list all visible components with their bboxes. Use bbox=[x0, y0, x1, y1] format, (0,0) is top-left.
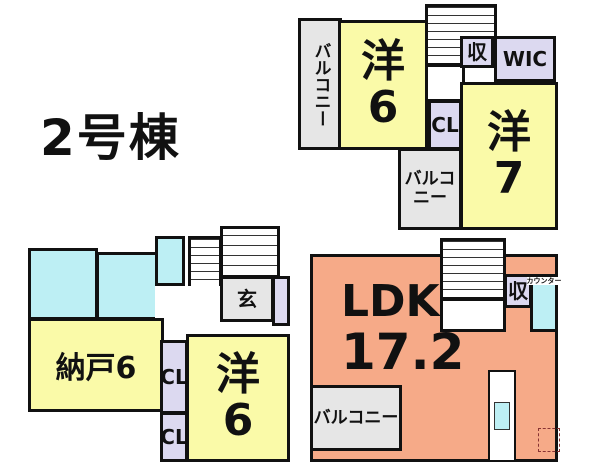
hallway-top bbox=[425, 64, 465, 102]
stairs-2f bbox=[440, 238, 506, 300]
closet-1f-b: CL bbox=[160, 412, 188, 462]
sink-icon bbox=[494, 402, 510, 430]
closet-1f-a: CL bbox=[160, 340, 188, 414]
room-size: 7 bbox=[493, 153, 525, 204]
closet-label: CL bbox=[431, 113, 459, 137]
counter-label: カウンター bbox=[526, 277, 562, 285]
toilet-1f bbox=[155, 236, 185, 286]
shoe-storage bbox=[272, 276, 290, 326]
storage-top: 収 bbox=[460, 36, 494, 68]
walk-in-closet: WIC bbox=[494, 36, 556, 82]
closet-top: CL bbox=[428, 100, 462, 150]
toilet-2f: カウンター bbox=[526, 274, 562, 332]
building-title: 2号棟 bbox=[40, 109, 181, 167]
washroom bbox=[96, 252, 158, 320]
balcony-left: バルコニー bbox=[298, 18, 342, 150]
bathroom bbox=[28, 248, 98, 320]
room-size: 6 bbox=[222, 395, 254, 446]
balcony-right: バルコニー bbox=[398, 148, 462, 230]
room-label: 洋 bbox=[361, 36, 405, 87]
storeroom: 納戸6 bbox=[28, 318, 164, 412]
kitchen bbox=[488, 370, 516, 462]
hallway-2f bbox=[440, 298, 506, 332]
room-label: 洋 bbox=[216, 349, 260, 400]
ldk-label: LDK bbox=[341, 276, 440, 327]
ldk-size: 17.2 bbox=[341, 323, 465, 381]
hallway-1f bbox=[155, 286, 220, 336]
entrance: 玄 bbox=[220, 276, 274, 322]
balcony-2f: バルコニー bbox=[310, 385, 402, 451]
entrance-tiles bbox=[220, 226, 280, 278]
room-size: 6 bbox=[367, 82, 399, 133]
fridge-space bbox=[538, 428, 560, 452]
room-label: 洋 bbox=[487, 107, 531, 158]
